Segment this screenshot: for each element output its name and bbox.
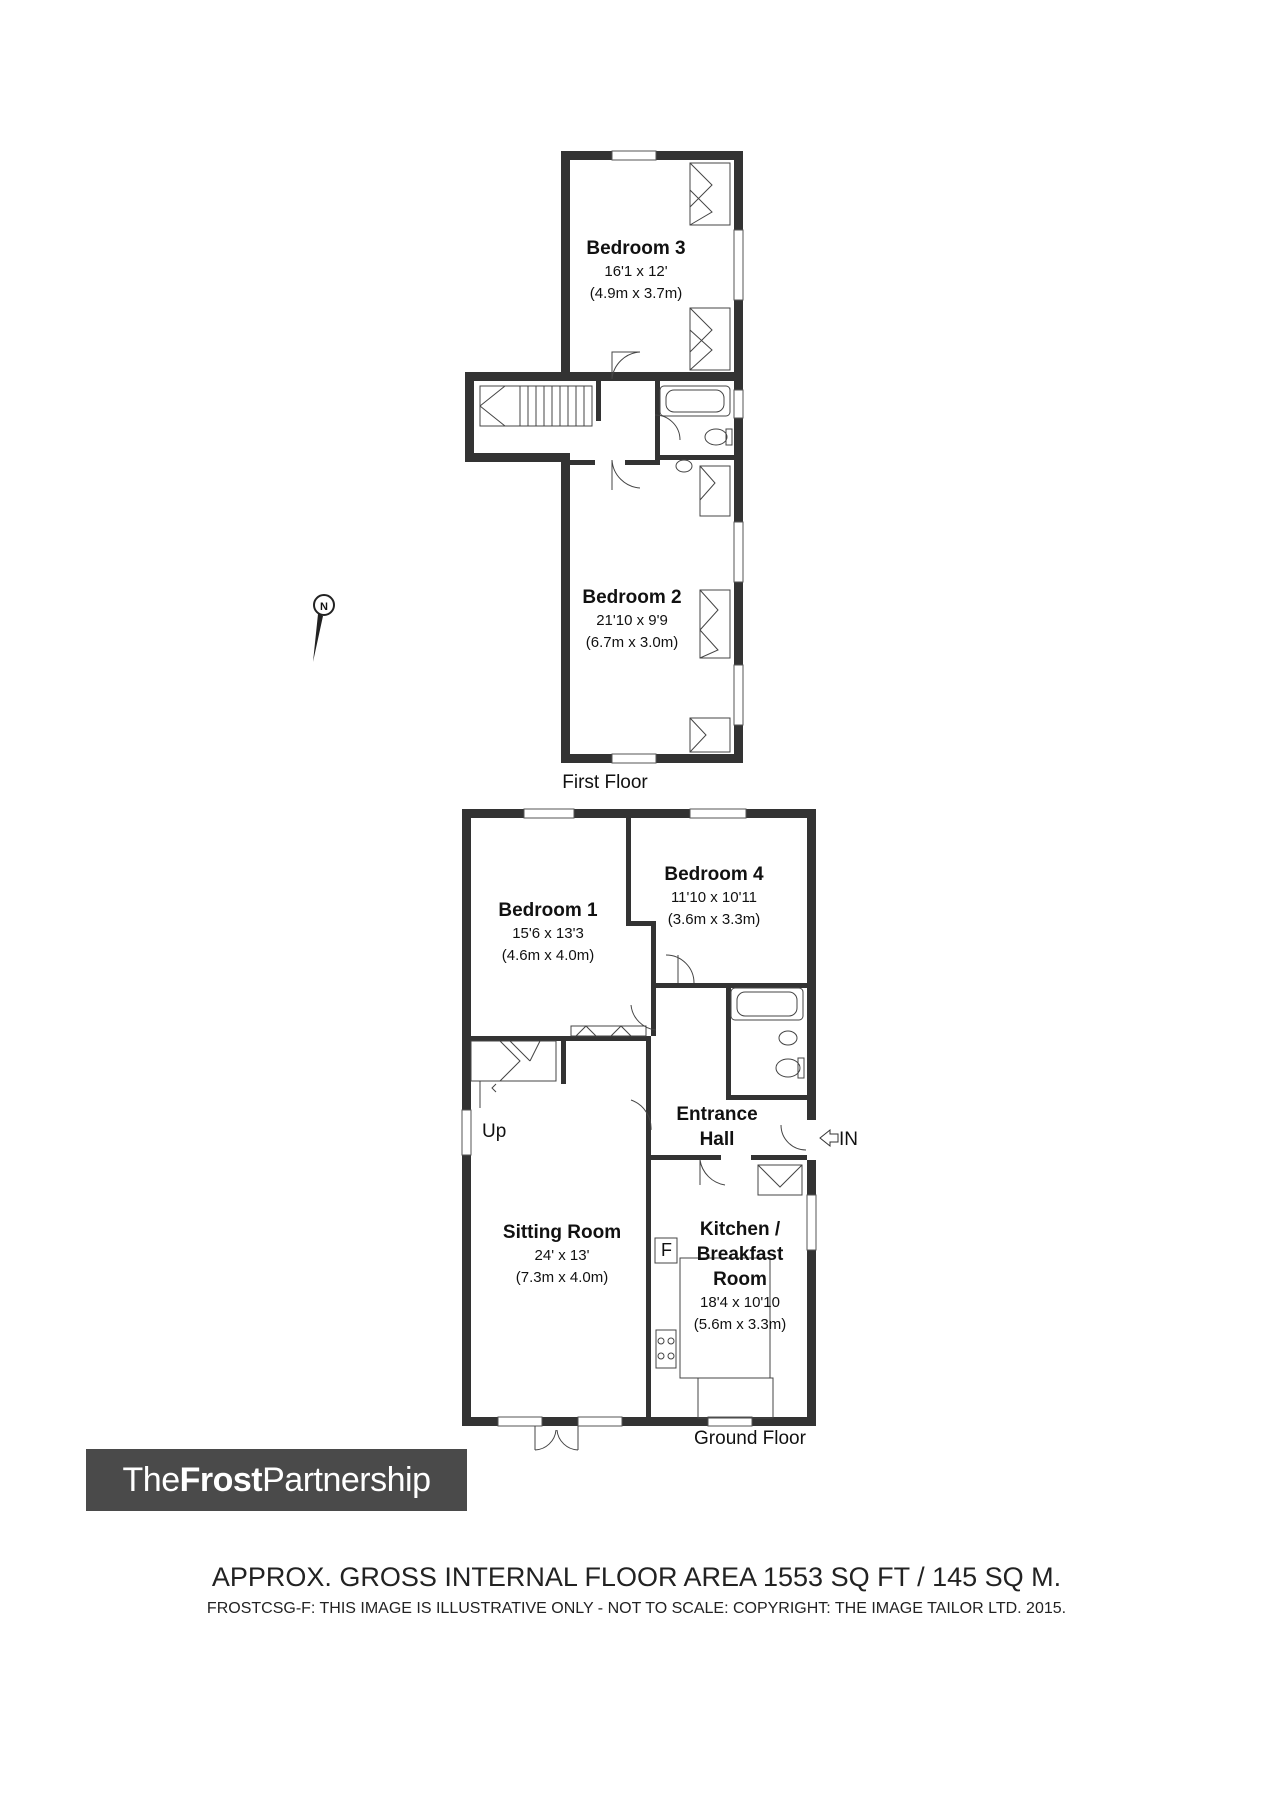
room-name-kitchen-3: Room <box>713 1269 767 1290</box>
room-name-entrance-hall-2: Hall <box>700 1129 735 1150</box>
logo-text-part2: Frost <box>179 1461 263 1499</box>
floor-area-text: APPROX. GROSS INTERNAL FLOOR AREA 1553 S… <box>211 1562 1062 1592</box>
room-dims-bedroom-1: 15'6 x 13'3 <box>512 925 584 942</box>
room-dims-metric-kitchen: (5.6m x 3.3m) <box>694 1316 787 1333</box>
ground-floor-label: Ground Floor <box>694 1428 807 1449</box>
room-name-kitchen-1: Kitchen / <box>700 1219 781 1240</box>
logo-text-part3: Partnership <box>262 1461 431 1499</box>
room-name-sitting-room: Sitting Room <box>503 1222 621 1243</box>
room-name-kitchen-2: Breakfast <box>697 1244 784 1265</box>
room-dims-metric-bedroom-1: (4.6m x 4.0m) <box>502 947 595 964</box>
compass-icon: N <box>313 594 335 662</box>
room-dims-bedroom-4: 11'10 x 10'11 <box>671 889 757 906</box>
room-name-bedroom-2: Bedroom 2 <box>582 587 681 608</box>
room-dims-bedroom-2: 21'10 x 9'9 <box>596 612 668 629</box>
company-logo: TheFrostPartnership <box>86 1449 467 1511</box>
room-dims-metric-sitting-room: (7.3m x 4.0m) <box>516 1269 609 1286</box>
room-dims-metric-bedroom-4: (3.6m x 3.3m) <box>668 911 761 928</box>
first-floor-plan: Bedroom 3 16'1 x 12' (4.9m x 3.7m) Bedro… <box>465 150 744 793</box>
ground-floor-plan: F Bedroom 1 15'6 x 13'3 (4.6m x 4.0m) Be… <box>461 808 858 1451</box>
logo-text-part1: The <box>122 1461 181 1499</box>
room-dims-bedroom-3: 16'1 x 12' <box>604 263 667 280</box>
room-dims-metric-bedroom-2: (6.7m x 3.0m) <box>586 634 679 651</box>
room-dims-sitting-room: 24' x 13' <box>535 1247 590 1264</box>
first-floor-label: First Floor <box>562 772 648 793</box>
stairs-up-label: Up <box>482 1121 506 1142</box>
compass-label: N <box>320 601 328 613</box>
room-dims-kitchen: 18'4 x 10'10 <box>700 1294 780 1311</box>
entrance-arrow-icon <box>819 1128 839 1148</box>
fridge-label: F <box>661 1240 672 1260</box>
entrance-label: IN <box>839 1129 858 1150</box>
room-name-bedroom-1: Bedroom 1 <box>498 900 598 921</box>
room-name-bedroom-4: Bedroom 4 <box>664 864 764 885</box>
room-dims-metric-bedroom-3: (4.9m x 3.7m) <box>590 285 683 302</box>
disclaimer-text: FROSTCSG-F: THIS IMAGE IS ILLUSTRATIVE O… <box>206 1600 1067 1617</box>
room-name-entrance-hall-1: Entrance <box>676 1104 757 1125</box>
room-name-bedroom-3: Bedroom 3 <box>586 238 685 259</box>
